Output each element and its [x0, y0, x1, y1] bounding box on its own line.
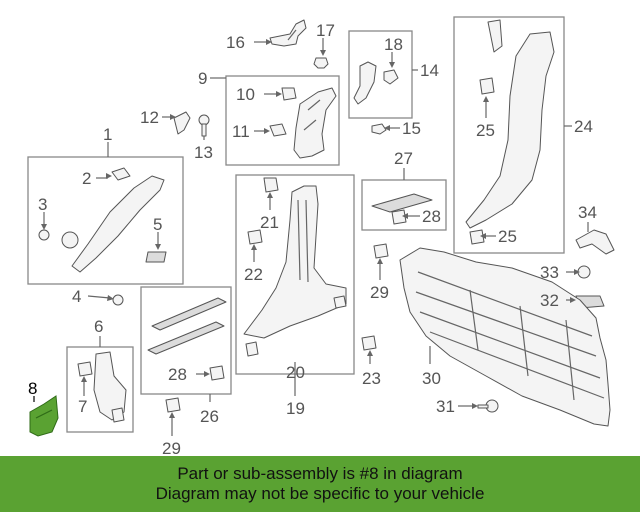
- leader-lines: [33, 38, 589, 436]
- part-22-clip: [247, 229, 263, 245]
- banner-line-part-info: Part or sub-assembly is #8 in diagram: [177, 464, 463, 483]
- part-21-clip: [263, 177, 279, 193]
- part-14-trim: [353, 61, 377, 105]
- part-4-screw: [112, 294, 124, 306]
- label-12: 12: [140, 108, 159, 127]
- label-4: 4: [72, 287, 81, 306]
- part-7-clip: [77, 361, 93, 377]
- part-28-clip-lower: [209, 365, 225, 381]
- label-6: 6: [94, 317, 103, 336]
- part-2-clip: [111, 167, 131, 181]
- part-29-clip-upper: [373, 243, 389, 259]
- group-box-14: [348, 30, 413, 119]
- part-30-rear-panel: [399, 247, 611, 427]
- label-10: 10: [236, 85, 255, 104]
- label-22: 22: [244, 265, 263, 284]
- label-29-upper: 29: [370, 283, 389, 302]
- label-32: 32: [540, 291, 559, 310]
- group-box-9: [225, 75, 340, 166]
- part-27-pad: [371, 193, 433, 213]
- label-25-upper: 25: [476, 121, 495, 140]
- label-9: 9: [198, 69, 207, 88]
- group-box-24: [453, 16, 565, 254]
- group-box-26: [140, 286, 232, 395]
- part-13-screw: [198, 114, 210, 137]
- label-26: 26: [200, 407, 219, 426]
- label-16: 16: [226, 33, 245, 52]
- label-33: 33: [540, 263, 559, 282]
- part-29-clip-lower: [165, 397, 181, 413]
- part-28-clip-upper: [391, 209, 407, 225]
- label-19: 19: [286, 399, 305, 418]
- part-20-b-pillar-trim: [243, 185, 347, 357]
- part-24-c-pillar-trim: [465, 19, 555, 245]
- parts-diagram: 16 17 18 14 15 9 10 11 12 13 1 2 3 5 4 6…: [27, 16, 615, 456]
- label-3: 3: [38, 195, 47, 214]
- part-34-trim: [575, 229, 615, 255]
- part-16-bracket: [269, 19, 307, 47]
- part-8-highlighted: [29, 395, 59, 437]
- label-5: 5: [153, 215, 162, 234]
- part-17-clip: [313, 57, 329, 69]
- label-8: 8: [28, 379, 37, 398]
- label-27: 27: [394, 149, 413, 168]
- label-15: 15: [402, 119, 421, 138]
- label-11: 11: [232, 122, 250, 141]
- label-28-upper: 28: [422, 207, 441, 226]
- part-10-clip: [281, 87, 297, 101]
- label-14: 14: [420, 61, 439, 80]
- label-30: 30: [422, 369, 441, 388]
- label-13: 13: [194, 143, 213, 162]
- part-6-panel: [93, 351, 127, 423]
- part-12-bracket: [173, 111, 191, 135]
- callout-labels: 16 17 18 14 15 9 10 11 12 13 1 2 3 5 4 6…: [28, 21, 597, 456]
- label-29-lower: 29: [162, 439, 181, 456]
- label-2: 2: [82, 169, 91, 188]
- label-20: 20: [286, 363, 305, 382]
- label-18: 18: [384, 35, 403, 54]
- label-21: 21: [260, 213, 279, 232]
- label-24: 24: [574, 117, 593, 136]
- label-23: 23: [362, 369, 381, 388]
- part-9-pillar-trim: [293, 87, 337, 159]
- part-15-clip: [371, 123, 387, 135]
- label-1: 1: [103, 125, 112, 144]
- part-18-clip: [383, 69, 399, 85]
- label-7: 7: [78, 397, 87, 416]
- label-34: 34: [578, 203, 597, 222]
- banner-line-disclaimer: Diagram may not be specific to your vehi…: [155, 484, 485, 503]
- label-31: 31: [436, 397, 455, 416]
- part-5-pad: [145, 251, 167, 263]
- part-1-a-pillar-trim: [61, 175, 165, 273]
- group-box-1: [27, 156, 184, 285]
- label-28-lower: 28: [168, 365, 187, 384]
- info-banner: Part or sub-assembly is #8 in diagram Di…: [0, 456, 640, 512]
- part-23-clip: [361, 335, 377, 351]
- label-25-lower: 25: [498, 227, 517, 246]
- part-3-clip: [38, 229, 50, 241]
- part-31-push-pin: [477, 399, 499, 413]
- part-11-clip: [269, 123, 287, 137]
- label-17: 17: [316, 21, 335, 40]
- part-26-sill-plates: [147, 297, 227, 355]
